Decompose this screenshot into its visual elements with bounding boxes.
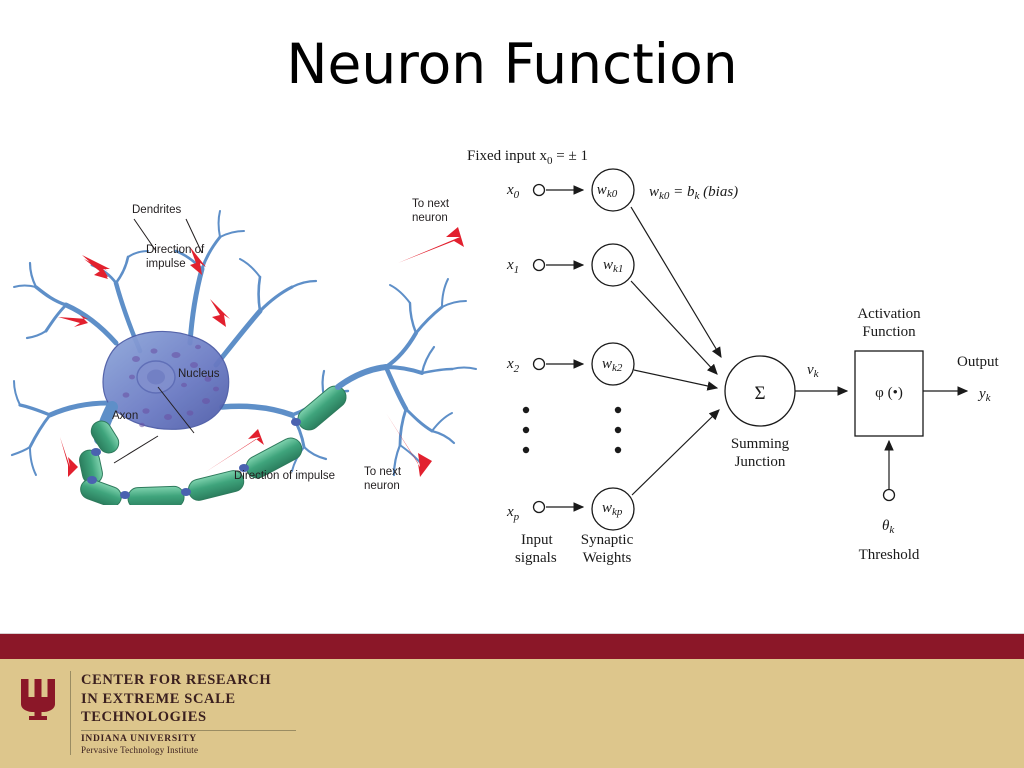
weight-node-wkp xyxy=(591,487,635,531)
threshold-symbol: θk xyxy=(882,518,895,536)
input-terminal-x0 xyxy=(532,183,546,197)
impulse-direction-arrows xyxy=(58,227,464,477)
activation-function-box xyxy=(854,350,924,437)
threshold-label: Threshold xyxy=(859,547,920,563)
soma-cell-body xyxy=(102,330,230,430)
label-axon: Axon xyxy=(112,410,138,422)
weight-label-wk2: wk2 xyxy=(602,356,623,374)
weight-label-wk1: wk1 xyxy=(603,257,623,275)
label-to-next-neuron-top-2: neuron xyxy=(412,212,448,224)
label-to-next-neuron-bottom: To next xyxy=(364,466,402,478)
input-terminal-xp xyxy=(532,500,546,514)
slide-content: Dendrites Direction of impulse Nucleus A… xyxy=(0,130,1024,620)
activation-function-label-2: Function xyxy=(862,324,916,340)
summing-junction-label-1: Summing xyxy=(731,436,790,452)
input-signals-caption-1: Input xyxy=(521,532,553,548)
terminal-dendrite-tree xyxy=(335,278,477,477)
bias-note: wk0 = bk (bias) xyxy=(649,184,738,202)
footer: CENTER FOR RESEARCH IN EXTREME SCALE TEC… xyxy=(0,659,1024,768)
weight-node-wk2 xyxy=(591,342,635,386)
crest-line-3: TECHNOLOGIES xyxy=(81,709,207,726)
synaptic-weights-caption-2: Weights xyxy=(583,550,632,566)
input-terminal-x1 xyxy=(532,258,546,272)
summing-junction-label-2: Junction xyxy=(735,454,786,470)
input-label-x0: x0 xyxy=(506,182,520,201)
university-name: INDIANA UNIVERSITY xyxy=(81,733,197,744)
perceptron-model-diagram: Fixed input x0 = ± 1 x0 wk0 wk0 = bk (bi… xyxy=(455,138,1020,568)
label-dendrites: Dendrites xyxy=(132,204,181,216)
crest-line-2: IN EXTREME SCALE xyxy=(81,690,236,707)
label-to-next-neuron-top: To next xyxy=(412,198,450,210)
weight-node-wk0 xyxy=(591,168,635,212)
induced-local-field-label: vk xyxy=(807,362,820,380)
input-label-x2: x2 xyxy=(506,356,520,375)
crest-logo: CENTER FOR RESEARCH IN EXTREME SCALE TEC… xyxy=(18,671,318,755)
label-nucleus: Nucleus xyxy=(178,368,220,380)
input-label-x1: x1 xyxy=(506,257,519,276)
crest-divider xyxy=(81,729,296,731)
crest-line-1: CENTER FOR RESEARCH xyxy=(81,672,272,688)
label-direction-impulse-top: Direction of xyxy=(146,244,205,256)
vertical-ellipsis-weights xyxy=(614,406,622,454)
fixed-input-note: Fixed input x0 = ± 1 xyxy=(467,148,588,167)
input-terminal-x2 xyxy=(532,357,546,371)
weight-to-summing-edges xyxy=(630,206,722,496)
synaptic-weights-caption-1: Synaptic xyxy=(581,532,634,548)
threshold-terminal xyxy=(882,488,896,502)
output-symbol: yk xyxy=(977,386,992,404)
label-direction-impulse-top-2: impulse xyxy=(146,258,186,270)
label-leader-lines xyxy=(113,218,203,464)
label-direction-impulse-bottom: Direction of impulse xyxy=(234,470,335,482)
summing-sigma-symbol: Σ xyxy=(754,383,765,404)
activation-function-label-1: Activation xyxy=(857,306,921,322)
page-title: Neuron Function xyxy=(286,32,738,96)
axon-myelin-sheath xyxy=(79,385,347,505)
input-label-xp: xp xyxy=(506,504,520,523)
input-signals-caption-2: signals xyxy=(515,550,557,566)
activation-function-symbol: φ (•) xyxy=(875,385,903,401)
dendrite-branches-left xyxy=(10,261,119,476)
output-label: Output xyxy=(957,354,1000,370)
iu-trident-icon xyxy=(18,675,58,721)
vertical-ellipsis-inputs xyxy=(522,406,530,454)
institute-name: Pervasive Technology Institute xyxy=(81,744,199,755)
label-to-next-neuron-bottom-2: neuron xyxy=(364,480,400,492)
footer-accent-band xyxy=(0,633,1024,659)
weight-label-wkp: wkp xyxy=(602,500,623,518)
biological-neuron-illustration: Dendrites Direction of impulse Nucleus A… xyxy=(8,175,478,505)
weight-node-wk1 xyxy=(591,243,635,287)
crest-wordmark: CENTER FOR RESEARCH IN EXTREME SCALE TEC… xyxy=(70,671,310,755)
weight-label-wk0: wk0 xyxy=(597,182,618,200)
